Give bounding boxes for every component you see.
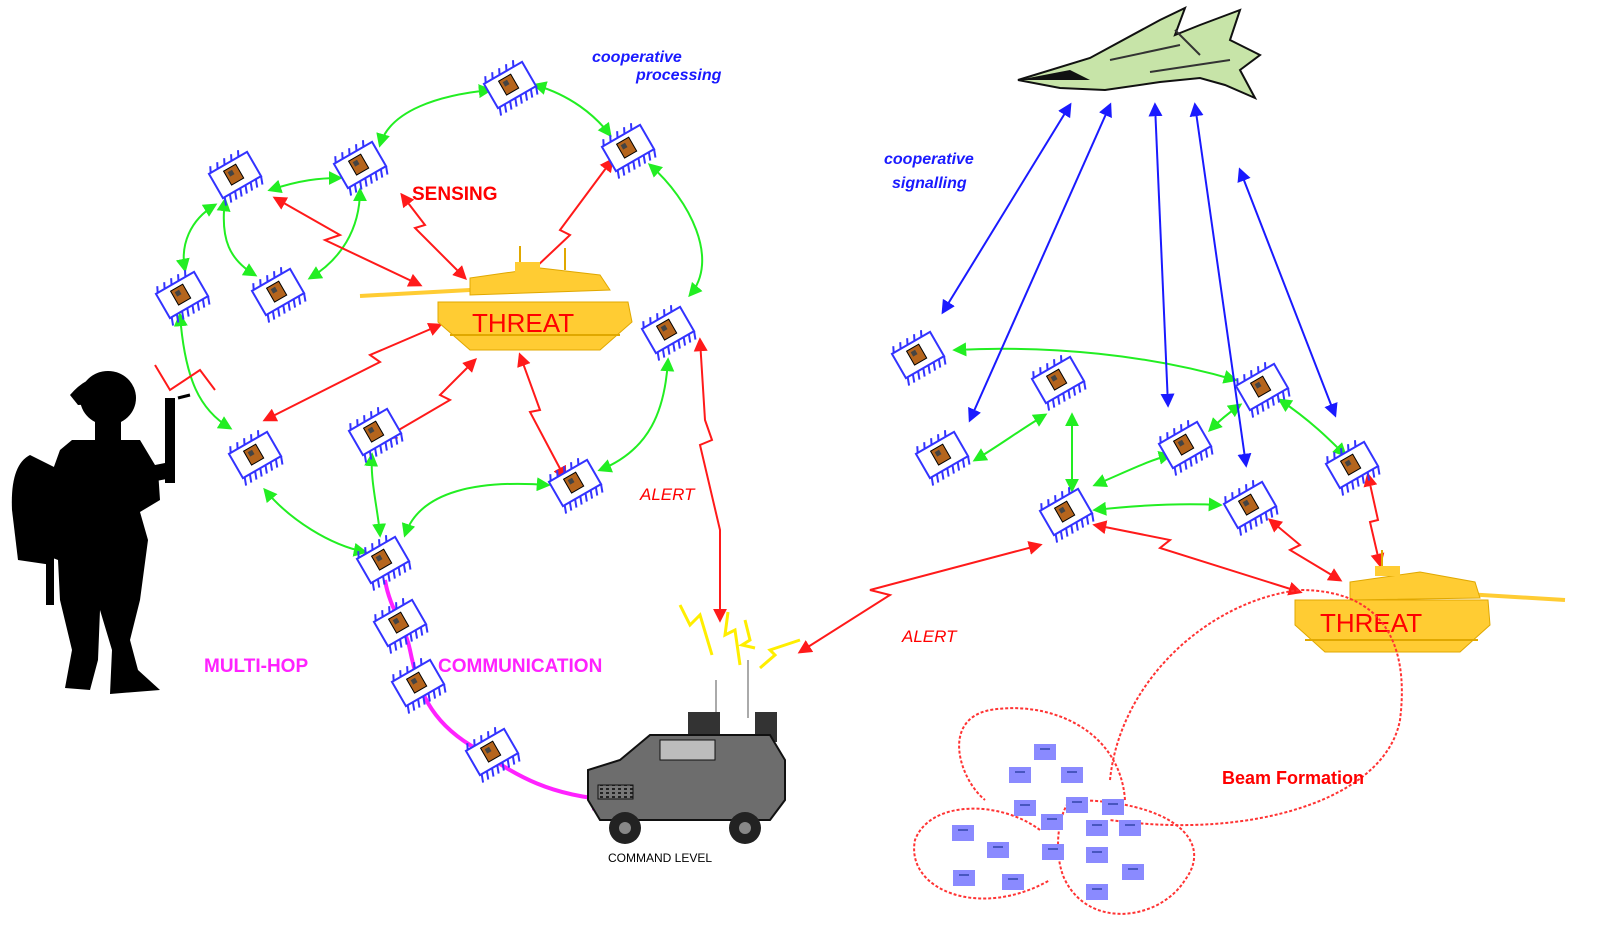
cluster-node-icon [1121, 863, 1145, 881]
cooperative-processing-label-line2: processing [635, 67, 722, 84]
cluster-node-icon [1085, 846, 1109, 864]
sensor-node-icon [329, 135, 392, 197]
cooperative-links-right [952, 342, 1347, 516]
sensor-node-icon [224, 425, 287, 487]
cluster-node-icon [1060, 766, 1084, 784]
sensor-node-icon [1027, 350, 1090, 412]
soldier-icon [11, 371, 191, 694]
cooperative-processing-label-line1: cooperative [592, 49, 682, 66]
sensor-node-icon [597, 118, 660, 180]
sensor-node-icon [637, 300, 700, 362]
antenna-icon [678, 604, 801, 670]
cooperative-signalling-label-line1: cooperative [884, 151, 974, 168]
threat-label-right: THREAT [1320, 608, 1422, 638]
cluster-node-icon [1041, 843, 1065, 861]
cluster-node-icon [1085, 883, 1109, 901]
command-level-label: COMMAND LEVEL [608, 851, 712, 865]
tank-icon [359, 246, 633, 351]
cluster-node-icon [1013, 799, 1037, 817]
sensor-node-icon [151, 265, 214, 327]
sensor-node-icon [204, 145, 267, 207]
sensor-node-icon [887, 325, 950, 387]
sensor-node-icon [352, 530, 415, 592]
sensing-label: SENSING [412, 184, 498, 205]
cluster-node-icon [1085, 819, 1109, 837]
sensor-node-icon [1035, 482, 1098, 544]
tank-icon [1294, 550, 1566, 653]
cluster-node-icon [1101, 798, 1125, 816]
cluster-node-icon [952, 869, 976, 887]
cluster-node-icon [1065, 796, 1089, 814]
alert-label-left: ALERT [639, 485, 696, 504]
cluster-node-icon [986, 841, 1010, 859]
jet-icon [1017, 6, 1262, 101]
command-vehicle-icon [587, 660, 786, 844]
sensor-node-icon [1219, 475, 1282, 537]
cluster-nodes [951, 743, 1145, 901]
sensing-links [154, 157, 1385, 654]
sensor-node-icon [344, 402, 407, 464]
cluster-node-icon [951, 824, 975, 842]
sensor-node-icon [369, 593, 432, 655]
cluster-node-icon [1118, 819, 1142, 837]
communication-label: COMMUNICATION [438, 656, 602, 677]
sensor-node-icon [1154, 415, 1217, 477]
sensor-node-icon [479, 55, 542, 117]
beam-formation-label: Beam Formation [1222, 768, 1364, 788]
sensor-node-icon [247, 262, 310, 324]
multi-hop-label: MULTI-HOP [204, 656, 308, 677]
cluster-node-icon [1040, 813, 1064, 831]
cooperative-signalling-label-line2: signalling [892, 175, 967, 192]
cooperative-signalling-links [941, 102, 1338, 468]
sensor-node-icon [1321, 435, 1384, 497]
cluster-node-icon [1001, 873, 1025, 891]
alert-label-right: ALERT [901, 627, 958, 646]
sensor-node-icon [544, 453, 607, 515]
threat-label-left: THREAT [472, 308, 574, 338]
sensor-node-icon [911, 425, 974, 487]
cluster-node-icon [1033, 743, 1057, 761]
cluster-node-icon [1008, 766, 1032, 784]
sensor-node-icon [1231, 357, 1294, 419]
